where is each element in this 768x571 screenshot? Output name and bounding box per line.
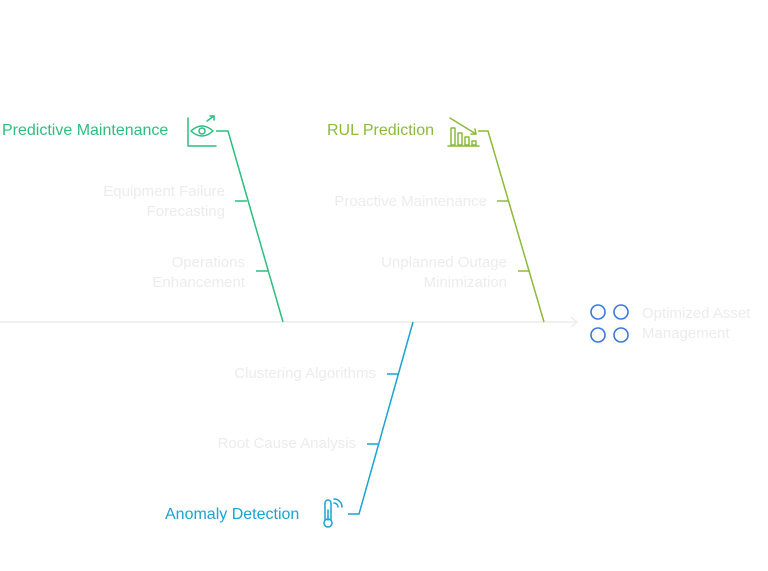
bone-rul-line	[478, 130, 545, 323]
cause-line: Equipment Failure	[103, 183, 225, 200]
cause-line: Enhancement	[152, 274, 245, 291]
bone-predictive-line	[216, 130, 284, 323]
cause-line: Operations	[171, 254, 245, 271]
declining-bar-chart-icon	[447, 117, 480, 147]
cause-equipment-failure-forecasting: Equipment Failure Forecasting	[103, 182, 225, 222]
cause-line: Root Cause Analysis	[217, 435, 356, 452]
cause-line: Proactive Maintenance	[334, 193, 487, 210]
spine-arrowhead	[570, 316, 579, 328]
bone-predictive	[216, 130, 284, 323]
cause-line: Forecasting	[146, 203, 225, 220]
bone-anomaly	[348, 321, 414, 515]
eye-chart-icon	[187, 115, 217, 147]
cause-root-cause-analysis: Root Cause Analysis	[218, 434, 356, 454]
category-label-anomaly-detection: Anomaly Detection	[165, 506, 300, 523]
outcome-line: Management	[642, 325, 730, 342]
cause-line: Minimization	[423, 274, 507, 291]
bone-rul	[478, 130, 545, 323]
cause-line: Unplanned Outage	[381, 254, 507, 271]
category-label-predictive-maintenance: Predictive Maintenance	[2, 122, 169, 139]
cause-operations-enhancement: Operations Enhancement	[152, 253, 245, 293]
cause-clustering-algorithms: Clustering Algorithms	[234, 364, 376, 384]
category-label-rul-prediction: RUL Prediction	[327, 122, 435, 139]
outcome-label: Optimized Asset Management	[642, 304, 750, 344]
thermometer-signal-icon	[323, 498, 343, 528]
bone-anomaly-line	[348, 321, 414, 515]
outcome-line: Optimized Asset	[642, 305, 751, 322]
cause-unplanned-outage-minimization: Unplanned Outage Minimization	[381, 253, 507, 293]
four-circles-icon	[590, 304, 629, 343]
cause-proactive-maintenance: Proactive Maintenance	[334, 192, 487, 212]
cause-line: Clustering Algorithms	[234, 365, 376, 382]
